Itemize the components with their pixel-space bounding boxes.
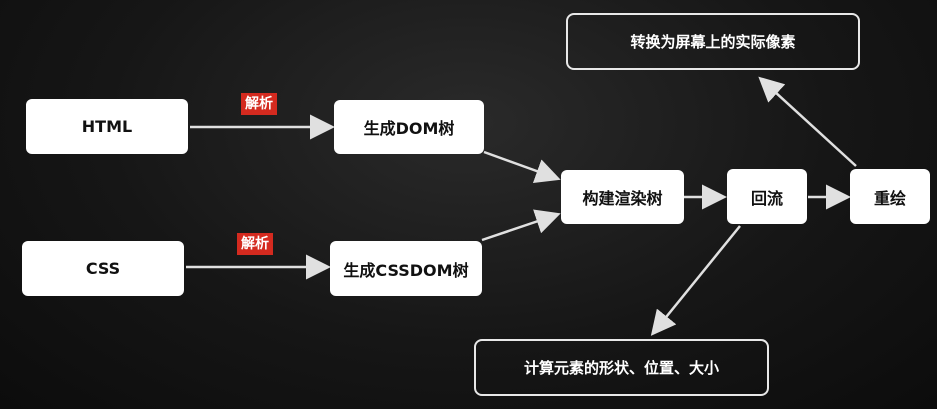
css-node-label: CSS: [85, 259, 121, 278]
parse-tag-css: 解析: [237, 233, 273, 255]
arrow-dom-to-render: [483, 150, 561, 183]
reflow-node: 回流: [727, 169, 807, 224]
arrow-cssdom-to-render: [481, 209, 561, 242]
render-tree-node: 构建渲染树: [561, 170, 684, 224]
css-node: CSS: [22, 241, 184, 296]
pixels-note-label: 转换为屏幕上的实际像素: [630, 33, 796, 51]
html-node-label: HTML: [81, 117, 133, 136]
pixels-note: 转换为屏幕上的实际像素: [566, 13, 860, 70]
parse-tag-html: 解析: [241, 93, 277, 115]
geometry-note-label: 计算元素的形状、位置、大小: [523, 359, 719, 377]
repaint-label: 重绘: [873, 188, 906, 208]
repaint-node: 重绘: [850, 169, 930, 224]
dom-tree-node: 生成DOM树: [334, 100, 484, 154]
arrow-reflow-to-geometry: [650, 225, 741, 336]
cssdom-tree-label: 生成CSSDOM树: [343, 260, 469, 280]
html-node: HTML: [26, 99, 188, 154]
render-tree-label: 构建渲染树: [582, 189, 663, 208]
cssdom-tree-node: 生成CSSDOM树: [330, 241, 482, 296]
arrow-repaint-to-pixels: [758, 76, 857, 167]
dom-tree-label: 生成DOM树: [363, 119, 455, 138]
geometry-note: 计算元素的形状、位置、大小: [474, 339, 769, 396]
reflow-label: 回流: [750, 188, 783, 208]
